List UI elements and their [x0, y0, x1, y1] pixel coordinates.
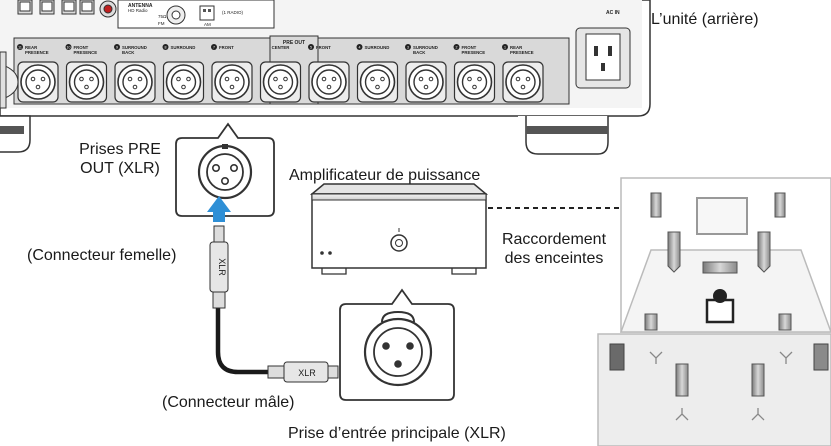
- channel-number-badge: [502, 44, 508, 50]
- male-plug-text: XLR: [298, 368, 316, 378]
- channel-number: 2: [456, 46, 458, 50]
- pre-out-jacks-label-line1: Prises PRE: [79, 141, 161, 158]
- speaker-connection-label: Raccordement des enceintes: [490, 230, 618, 268]
- center-speaker: [702, 261, 738, 274]
- listener-seat: [705, 298, 735, 324]
- channel-label: SURROUND: [122, 45, 147, 50]
- fm-label: FM: [158, 21, 165, 26]
- pre-out-jack: 5 FRONT: [308, 44, 350, 103]
- front-presence-speaker-left: [650, 192, 662, 218]
- xlr-cable: XLR XLR: [209, 225, 339, 383]
- pre-out-jack: 7 FRONT: [211, 44, 253, 103]
- channel-number: 3: [407, 46, 409, 50]
- input-callout: [339, 288, 455, 401]
- channel-label: CENTER: [272, 45, 291, 50]
- top-connector-strip: [17, 0, 117, 18]
- channel-label: SURROUND: [413, 45, 438, 50]
- pre-out-jacks-label-line2: OUT (XLR): [80, 160, 160, 177]
- channel-number-badge: [211, 44, 217, 50]
- front-speaker-right: [757, 231, 771, 273]
- channel-number-badge: [114, 44, 120, 50]
- channel-label: FRONT: [74, 45, 89, 50]
- ohm-label: 75Ω: [158, 14, 167, 19]
- channel-label: FRONT: [219, 45, 234, 50]
- pre-out-callout: [175, 122, 275, 217]
- channel-number-badge: [405, 44, 411, 50]
- radio-tag: (1 RADIO): [222, 10, 244, 15]
- channel-number: 11: [18, 46, 22, 50]
- channel-label: PRESENCE: [510, 50, 534, 55]
- surround-back-speaker-left: [675, 363, 689, 397]
- female-plug-text: XLR: [217, 258, 227, 276]
- speaker-connection-label-line2: des enceintes: [504, 250, 604, 267]
- pre-out-jack: 4 SURROUND: [356, 44, 399, 103]
- channel-number: 9: [116, 46, 118, 50]
- front-speaker-left: [667, 231, 681, 273]
- channel-number: 10: [67, 46, 71, 50]
- floor-marks: [649, 351, 793, 421]
- channel-number-badge: [453, 44, 460, 50]
- channel-number-badge: [162, 44, 169, 50]
- channel-number: 8: [165, 46, 167, 50]
- channel-label: BACK: [122, 50, 135, 55]
- speaker-room: [597, 177, 831, 446]
- ac-in-label: AC IN: [606, 10, 620, 16]
- female-connector-label: (Connecteur femelle): [27, 247, 177, 264]
- channel-label: FRONT: [316, 45, 331, 50]
- channel-number-badge: [308, 44, 314, 50]
- male-connector-label: (Connecteur mâle): [162, 394, 295, 411]
- pre-out-header: PRE OUT: [283, 40, 305, 46]
- power-amplifier: [309, 183, 489, 275]
- antenna-sub: HD Radio: [128, 8, 148, 13]
- channel-label: BACK: [413, 50, 426, 55]
- antenna-terminals: ANTENNA HD Radio 75Ω FM AM (1 RADIO): [117, 0, 275, 29]
- channel-label: PRESENCE: [25, 50, 49, 55]
- surround-back-speaker-right: [751, 363, 765, 397]
- unit-rear-label: L’unité (arrière): [651, 11, 759, 28]
- receiver-feet: [0, 115, 609, 156]
- channel-label: REAR: [510, 45, 523, 50]
- receiver-rear-panel: ANTENNA HD Radio 75Ω FM AM (1 RADIO) AC …: [0, 0, 651, 117]
- channel-number-badge: [17, 44, 23, 50]
- arrow-up-icon: [207, 196, 231, 222]
- rear-presence-speaker-left: [609, 343, 625, 371]
- pre-out-jacks-label: Prises PRE OUT (XLR): [70, 140, 170, 178]
- channel-number: 7: [213, 46, 215, 50]
- antenna-title: ANTENNA: [128, 3, 153, 9]
- tv-screen: [696, 197, 748, 235]
- rear-presence-speaker-right: [813, 343, 829, 371]
- channel-number-badge: [65, 44, 72, 50]
- channel-number-badge: [356, 44, 363, 50]
- surround-speaker-left: [644, 313, 658, 331]
- channel-number: 1: [504, 46, 506, 50]
- channel-label: REAR: [25, 45, 38, 50]
- pre-out-jack: CENTER: [259, 45, 302, 103]
- channel-label: SURROUND: [171, 45, 196, 50]
- main-input-jack-label: Prise d’entrée principale (XLR): [288, 425, 506, 442]
- ac-inlet: AC IN: [575, 10, 631, 89]
- female-plug-tip: [213, 225, 225, 243]
- channel-label: PRESENCE: [74, 50, 98, 55]
- channel-number: 5: [310, 46, 312, 50]
- front-presence-speaker-right: [774, 192, 786, 218]
- channel-label: FRONT: [462, 45, 477, 50]
- power-amplifier-label: Amplificateur de puissance: [289, 167, 481, 184]
- am-label: AM: [204, 22, 211, 27]
- channel-number: 4: [359, 46, 361, 50]
- speaker-connection-label-line1: Raccordement: [501, 231, 607, 248]
- pre-out-jack: 8 SURROUND: [162, 44, 205, 103]
- surround-speaker-right: [778, 313, 792, 331]
- channel-label: PRESENCE: [462, 50, 486, 55]
- channel-label: SURROUND: [365, 45, 390, 50]
